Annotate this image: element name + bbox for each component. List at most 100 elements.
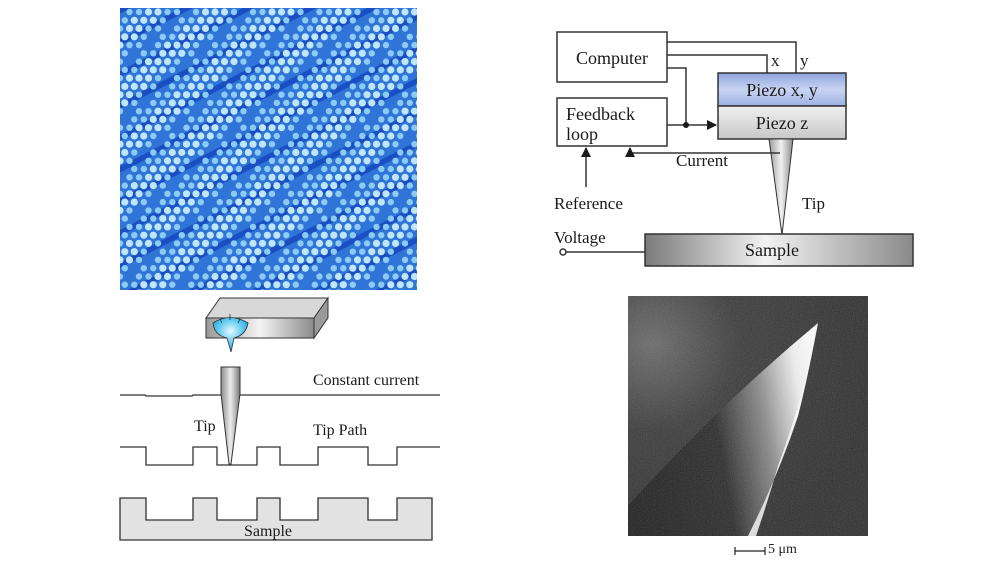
- stm-atom: [330, 215, 337, 222]
- stm-atom: [411, 124, 417, 131]
- stm-atom: [368, 50, 375, 57]
- stm-atom: [197, 165, 204, 173]
- stm-atom: [188, 281, 195, 288]
- stm-atom: [321, 198, 328, 206]
- stm-atom: [363, 273, 371, 280]
- stm-atom: [226, 198, 233, 206]
- stm-atom: [287, 8, 295, 16]
- stm-atom: [178, 264, 186, 272]
- stm-atom: [273, 115, 281, 123]
- voltage-label: Voltage: [554, 228, 606, 247]
- stm-atom: [164, 190, 171, 197]
- stm-atom: [372, 256, 381, 264]
- stm-atom: [259, 41, 266, 49]
- stm-atom: [221, 207, 228, 214]
- stm-atom: [391, 223, 400, 231]
- stm-atom: [126, 8, 133, 16]
- stm-atom: [258, 74, 267, 82]
- stm-atom: [230, 8, 238, 16]
- stm-atom: [130, 198, 138, 206]
- stm-atom: [330, 83, 337, 90]
- stm-atom: [377, 248, 385, 256]
- stm-atom: [359, 165, 366, 173]
- stm-atom: [306, 190, 314, 198]
- scan-tip-label: Tip: [194, 418, 216, 435]
- stm-atom: [320, 231, 328, 239]
- stm-atom: [120, 140, 124, 148]
- stm-atom: [397, 265, 404, 272]
- stm-atom: [354, 223, 361, 231]
- stm-atom: [283, 182, 290, 189]
- stm-atom: [154, 207, 162, 214]
- stm-atom: [372, 91, 381, 99]
- stm-atom: [225, 264, 233, 272]
- stm-atom: [387, 16, 395, 24]
- stm-atom: [188, 116, 195, 123]
- stm-atom: [183, 108, 190, 115]
- feedback-label-line1: Feedback: [566, 104, 635, 124]
- stm-atom: [296, 107, 305, 115]
- stm-atom: [240, 108, 247, 115]
- stm-atom: [387, 116, 394, 123]
- stm-atom: [377, 182, 385, 190]
- stm-atom: [263, 82, 271, 90]
- stm-atom: [287, 206, 295, 214]
- stm-atom: [306, 74, 314, 82]
- stm-atom: [273, 182, 281, 190]
- stm-atom: [340, 265, 347, 272]
- stm-atom: [283, 99, 290, 107]
- stm-atom: [392, 273, 399, 280]
- stm-atom: [316, 273, 323, 280]
- stm-atom: [206, 16, 214, 24]
- stm-atom: [411, 256, 417, 264]
- stm-atom: [372, 239, 381, 247]
- stm-atom: [278, 207, 285, 214]
- stm-atom: [392, 108, 399, 115]
- stm-atom: [292, 281, 299, 288]
- stm-atom: [334, 173, 343, 181]
- stm-atom: [406, 248, 413, 255]
- stm-atom: [244, 148, 252, 157]
- stm-atom: [292, 116, 299, 123]
- stm-atom: [178, 182, 185, 189]
- stm-atom: [125, 140, 134, 148]
- stm-atom: [135, 58, 143, 65]
- stm-atom: [211, 124, 219, 132]
- stm-atom: [273, 99, 280, 107]
- stm-atom: [306, 140, 314, 148]
- stm-atom: [197, 149, 204, 156]
- stm-atom: [415, 166, 417, 172]
- junction-dot: [683, 122, 689, 128]
- stm-atom: [287, 223, 295, 231]
- stm-atom: [239, 91, 248, 99]
- stm-atom: [254, 99, 261, 107]
- stm-atom: [188, 66, 195, 74]
- stm-atom: [382, 91, 390, 98]
- stm-atom: [325, 124, 333, 132]
- stm-atom: [306, 124, 314, 131]
- stm-atom: [268, 239, 276, 247]
- stm-atom: [387, 231, 395, 239]
- stm-atom: [183, 174, 190, 181]
- stm-atom: [392, 190, 399, 197]
- stm-atom: [410, 206, 417, 214]
- stm-atom: [273, 66, 281, 74]
- stm-atom: [240, 74, 247, 82]
- stm-atom: [154, 58, 162, 66]
- stm-atom: [245, 215, 252, 222]
- stm-atom: [211, 272, 219, 281]
- stm-atom: [126, 223, 133, 231]
- stm-atom: [221, 41, 228, 49]
- stm-atom: [216, 231, 224, 239]
- stm-atom: [211, 240, 219, 247]
- stm-atom: [344, 207, 352, 214]
- scan-tip: [220, 366, 241, 465]
- stm-atom: [349, 281, 356, 288]
- stm-atom: [268, 273, 276, 280]
- stm-atom: [406, 149, 413, 156]
- stm-atom: [207, 165, 214, 173]
- stm-atom: [120, 124, 124, 131]
- stm-atom: [335, 108, 342, 115]
- stm-atom: [363, 74, 371, 82]
- stm-atom: [197, 248, 205, 256]
